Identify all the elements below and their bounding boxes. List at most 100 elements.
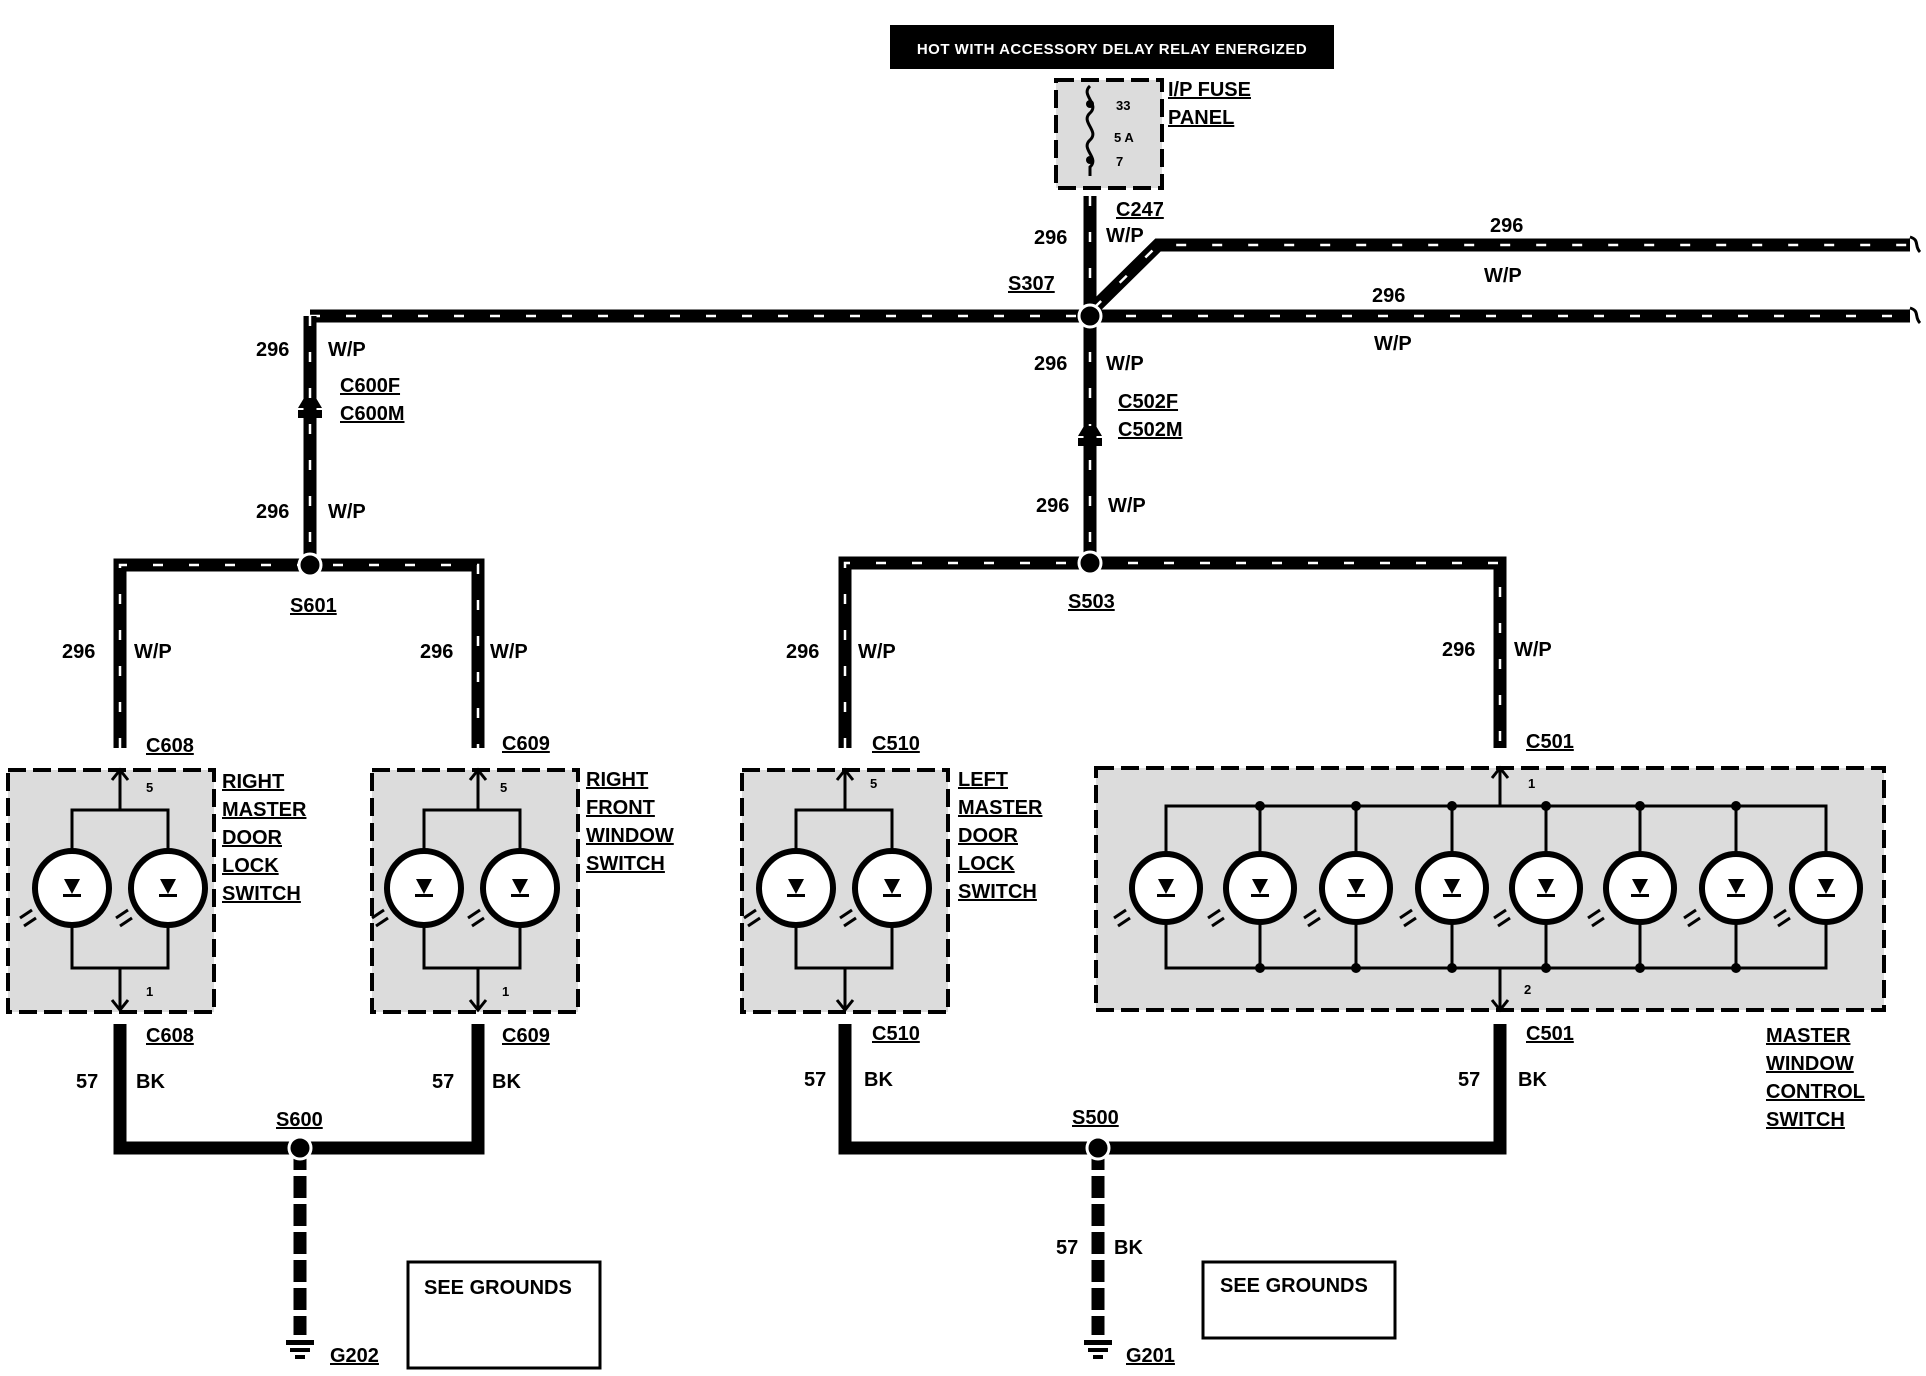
wire-continuation-icon	[1909, 235, 1922, 254]
svg-text:SWITCH: SWITCH	[958, 881, 1037, 903]
connector-c608-label: C608	[146, 735, 194, 757]
fuse-cavity: 7	[1116, 154, 1123, 169]
wires	[113, 196, 1910, 748]
diode-bar	[1631, 894, 1649, 897]
wire-number-label: 296	[62, 641, 95, 663]
junction-dot	[1351, 963, 1361, 973]
pin-number: 1	[1528, 776, 1535, 791]
light-emission-icon	[1303, 908, 1321, 928]
diode-icon	[1632, 879, 1648, 894]
diode-icon	[416, 879, 432, 894]
wire-color-label: BK	[864, 1069, 893, 1091]
fuse-panel: 33 5 A 7 I/P FUSE PANEL	[1054, 78, 1251, 190]
wire-number-label: 296	[256, 339, 289, 361]
light-emission-icon	[19, 908, 37, 928]
pin-number: 1	[502, 984, 509, 999]
light-emission-icon	[371, 908, 389, 928]
pin-number: 5	[146, 780, 153, 795]
wire-color-label: W/P	[328, 339, 366, 361]
right-front-window-switch	[370, 768, 580, 1014]
light-emission-icon	[1493, 908, 1511, 928]
master-window-control-switch-label: MASTER WINDOW CONTROL SWITCH	[1766, 1025, 1865, 1131]
wire-color-label: W/P	[1106, 225, 1144, 247]
wire-color-label: W/P	[1106, 353, 1144, 375]
wire-continuation-icon	[1909, 306, 1922, 325]
ground-icon	[1084, 1340, 1112, 1359]
splice-s503	[1077, 550, 1103, 576]
wire-color-label: W/P	[328, 501, 366, 523]
led-glyphs	[19, 879, 901, 928]
junction-dot	[1447, 801, 1457, 811]
svg-text:SWITCH: SWITCH	[586, 853, 665, 875]
light-emission-icon	[115, 908, 133, 928]
diode-icon	[1348, 879, 1364, 894]
diode-icon	[1818, 879, 1834, 894]
wire-number-label: 296	[1036, 495, 1069, 517]
banner-text: HOT WITH ACCESSORY DELAY RELAY ENERGIZED	[917, 41, 1307, 58]
wire-number-label: 296	[1372, 285, 1405, 307]
diode-icon	[1252, 879, 1268, 894]
wire-number-label: 57	[76, 1071, 98, 1093]
junction-dot	[1635, 801, 1645, 811]
diode-bar	[415, 894, 433, 897]
wire-number-label: 296	[1034, 227, 1067, 249]
diode-bar	[1157, 894, 1175, 897]
wire-color-label: W/P	[1514, 639, 1552, 661]
diode-icon	[788, 879, 804, 894]
diode-bar	[159, 894, 177, 897]
light-emission-icon	[1113, 908, 1131, 928]
light-emission-icon	[467, 908, 485, 928]
diode-bar	[1251, 894, 1269, 897]
see-grounds-box-left[interactable]	[406, 1260, 602, 1370]
wire-number-label: 296	[1034, 353, 1067, 375]
light-emission-icon	[1399, 908, 1417, 928]
junction-dot	[1541, 801, 1551, 811]
wire-color-label: BK	[492, 1071, 521, 1093]
svg-text:MASTER: MASTER	[222, 799, 307, 821]
diode-bar	[883, 894, 901, 897]
diode-bar	[1347, 894, 1365, 897]
svg-text:LOCK: LOCK	[222, 855, 279, 877]
banner: HOT WITH ACCESSORY DELAY RELAY ENERGIZED	[890, 25, 1334, 69]
splice-s307	[1077, 303, 1103, 329]
wire-color-label: W/P	[858, 641, 896, 663]
light-emission-icon	[743, 908, 761, 928]
pin-number: 5	[500, 780, 507, 795]
svg-text:FRONT: FRONT	[586, 797, 655, 819]
diode-icon	[1728, 879, 1744, 894]
light-emission-icon	[1773, 908, 1791, 928]
light-emission-icon	[1587, 908, 1605, 928]
splice-s601-label: S601	[290, 595, 337, 617]
wire-color-label: W/P	[1374, 333, 1412, 355]
diode-icon	[160, 879, 176, 894]
svg-text:LEFT: LEFT	[958, 769, 1008, 791]
junction-dot	[1255, 801, 1265, 811]
splice-s601	[297, 552, 323, 578]
diode-icon	[884, 879, 900, 894]
wire-number-label: 296	[786, 641, 819, 663]
connector-c609-label: C609	[502, 733, 550, 755]
splice-s307-label: S307	[1008, 273, 1055, 295]
diode-icon	[1538, 879, 1554, 894]
svg-text:DOOR: DOOR	[958, 825, 1019, 847]
pin-number: 1	[146, 984, 153, 999]
svg-text:MASTER: MASTER	[1766, 1025, 1851, 1047]
diode-bar	[511, 894, 529, 897]
see-grounds-box-right[interactable]	[1201, 1260, 1397, 1340]
junction-dot	[1351, 801, 1361, 811]
svg-text:SWITCH: SWITCH	[222, 883, 301, 905]
ground-g201-label: G201	[1126, 1345, 1175, 1367]
wire-number-label: 296	[1490, 215, 1523, 237]
connector-c600f-label: C600F	[340, 375, 400, 397]
connector-c609-label: C609	[502, 1025, 550, 1047]
svg-text:MASTER: MASTER	[958, 797, 1043, 819]
master-window-control-switch	[1094, 766, 1886, 1012]
see-grounds-text-left: SEE GROUNDS	[424, 1277, 572, 1299]
wire-color-label: W/P	[1484, 265, 1522, 287]
connector-c502m-label: C502M	[1118, 419, 1182, 441]
diode-bar	[1727, 894, 1745, 897]
wire-number-label: 296	[1442, 639, 1475, 661]
diode-icon	[1158, 879, 1174, 894]
junction-dot	[1447, 963, 1457, 973]
connector-arrows	[110, 765, 1510, 1013]
